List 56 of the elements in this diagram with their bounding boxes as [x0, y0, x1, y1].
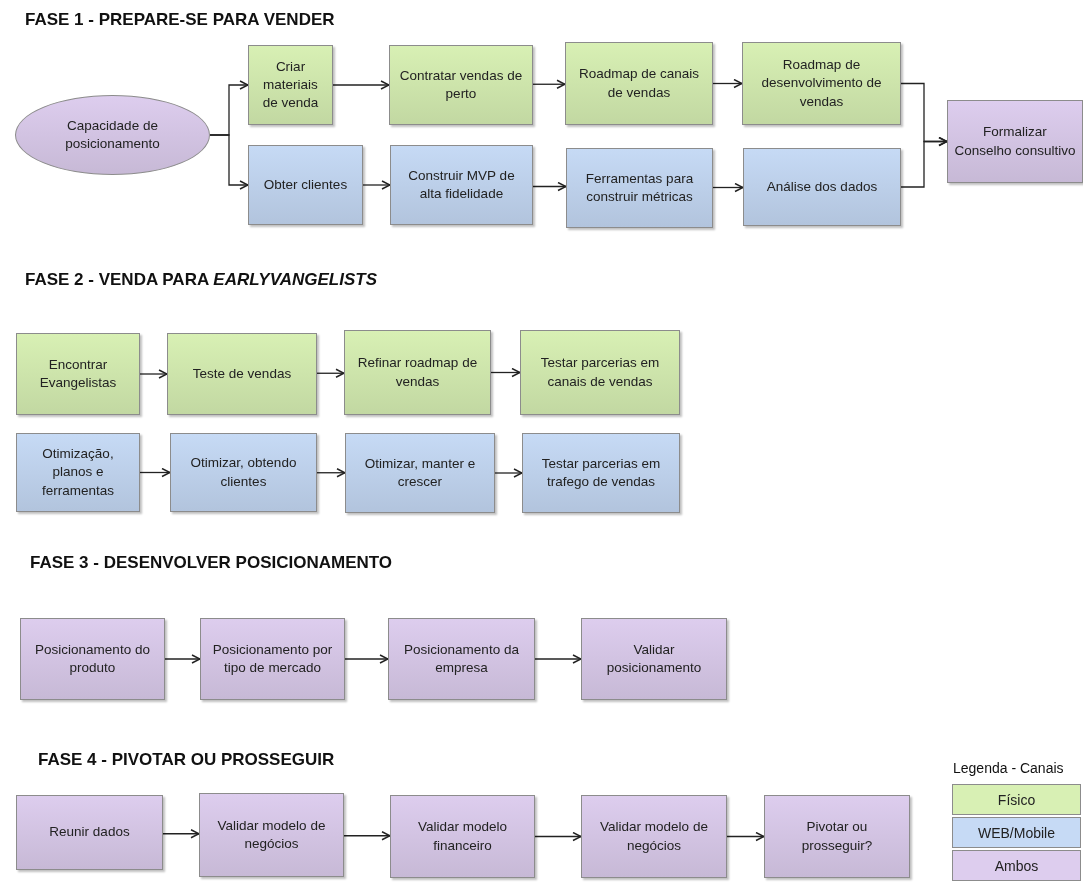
- arrow: [534, 831, 582, 842]
- process-box: Reunir dados: [16, 795, 163, 870]
- arrow: [900, 136, 948, 188]
- legend-item: Físico: [952, 784, 1081, 815]
- arrow: [532, 181, 567, 192]
- legend-item: WEB/Mobile: [952, 817, 1081, 848]
- process-box: Obter clientes: [248, 145, 363, 225]
- arrow: [209, 134, 249, 190]
- arrow: [162, 829, 200, 839]
- arrow: [712, 78, 743, 89]
- arrow: [332, 80, 390, 90]
- process-box: Contratar vendas de perto: [389, 45, 533, 125]
- process-box: Testar parcerias em canais de vendas: [520, 330, 680, 415]
- arrow: [316, 368, 345, 378]
- process-box: Validar modelo de negócios: [199, 793, 344, 877]
- arrow: [712, 182, 744, 193]
- legend-title: Legenda - Canais: [953, 760, 1064, 776]
- arrow: [490, 367, 521, 378]
- process-box: Teste de vendas: [167, 333, 317, 415]
- section-heading: FASE 1 - PREPARE-SE PARA VENDER: [25, 10, 335, 30]
- process-box: Roadmap de canais de vendas: [565, 42, 713, 125]
- process-box: Roadmap de desenvolvimento de vendas: [742, 42, 901, 125]
- arrow: [362, 180, 391, 190]
- process-box: Ferramentas para construir métricas: [566, 148, 713, 228]
- process-box: Análise dos dados: [743, 148, 901, 226]
- arrow: [316, 468, 346, 478]
- arrow: [532, 79, 566, 89]
- arrow: [344, 654, 389, 664]
- process-box: Validar modelo de negócios: [581, 795, 727, 878]
- arrow: [534, 654, 582, 664]
- process-box: Otimização, planos e ferramentas: [16, 433, 140, 512]
- process-box: Criar materiais de venda: [248, 45, 333, 125]
- arrow: [139, 467, 171, 478]
- process-box: Encontrar Evangelistas: [16, 333, 140, 415]
- arrow: [139, 369, 168, 379]
- legend-item: Ambos: [952, 850, 1081, 881]
- arrow: [726, 831, 765, 842]
- process-box: Formalizar Conselho consultivo: [947, 100, 1083, 183]
- arrow: [164, 654, 201, 664]
- arrow: [343, 831, 391, 841]
- process-box: Pivotar ou prosseguir?: [764, 795, 910, 878]
- section-heading: FASE 2 - VENDA PARA EARLYVANGELISTS: [25, 270, 377, 290]
- process-box: Posicionamento do produto: [20, 618, 165, 700]
- process-box: Validar posicionamento: [581, 618, 727, 700]
- process-box: Posicionamento da empresa: [388, 618, 535, 700]
- ellipse-node: Capacidade de posicionamento: [15, 95, 210, 175]
- process-box: Construir MVP de alta fidelidade: [390, 145, 533, 225]
- section-heading: FASE 4 - PIVOTAR OU PROSSEGUIR: [38, 750, 335, 770]
- process-box: Testar parcerias em trafego de vendas: [522, 433, 680, 513]
- section-heading: FASE 3 - DESENVOLVER POSICIONAMENTO: [30, 553, 393, 573]
- process-box: Otimizar, obtendo clientes: [170, 433, 317, 512]
- process-box: Refinar roadmap de vendas: [344, 330, 491, 415]
- process-box: Posicionamento por tipo de mercado: [200, 618, 345, 700]
- arrow: [494, 468, 523, 478]
- process-box: Validar modelo financeiro: [390, 795, 535, 878]
- process-box: Otimizar, manter e crescer: [345, 433, 495, 513]
